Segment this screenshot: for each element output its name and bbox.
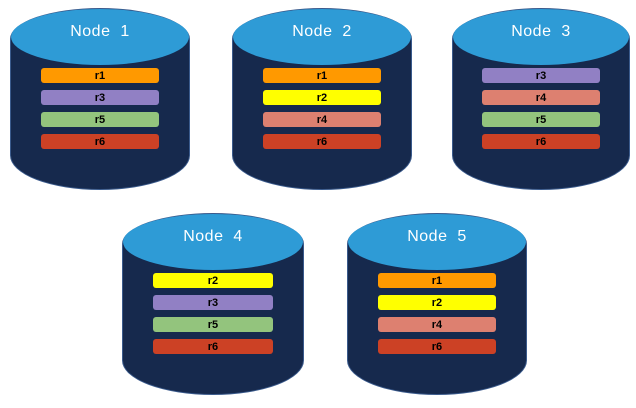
replica-bar-r6: r6	[482, 134, 600, 149]
replica-bar-r3: r3	[40, 90, 160, 105]
replica-bar-r6: r6	[262, 134, 382, 149]
replica-bar-r1: r1	[262, 68, 382, 83]
replica-bar-r1: r1	[377, 273, 497, 288]
replica-bar-r2: r2	[262, 90, 382, 105]
replica-bar-r4: r4	[262, 112, 382, 127]
cylinder-top-ellipse	[233, 9, 411, 65]
replica-bar-r3: r3	[152, 295, 274, 310]
node-title: Node 1	[70, 23, 130, 40]
node-title: Node 4	[183, 228, 243, 245]
node-title: Node 3	[511, 23, 571, 40]
replica-bar-r1: r1	[40, 68, 160, 83]
replica-bar-r2: r2	[152, 273, 274, 288]
node-title: Node 2	[292, 23, 352, 40]
replica-bar-r5: r5	[152, 317, 274, 332]
replica-bar-r6: r6	[152, 339, 274, 354]
replica-bar-r4: r4	[482, 90, 600, 105]
database-node-1: Node 1 r1 r3 r5 r6	[10, 8, 190, 190]
node-title: Node 5	[407, 228, 467, 245]
database-node-3: Node 3 r3 r4 r5 r6	[452, 8, 630, 190]
database-node-2: Node 2 r1 r2 r4 r6	[232, 8, 412, 190]
replica-list: r1 r3 r5 r6	[10, 68, 190, 149]
cylinder-top-ellipse	[123, 214, 303, 270]
replica-bar-r5: r5	[482, 112, 600, 127]
replica-bar-r5: r5	[40, 112, 160, 127]
replica-list: r3 r4 r5 r6	[452, 68, 630, 149]
database-node-4: Node 4 r2 r3 r5 r6	[122, 213, 304, 395]
cylinder-top-ellipse	[348, 214, 526, 270]
replica-list: r1 r2 r4 r6	[347, 273, 527, 354]
replica-list: r2 r3 r5 r6	[122, 273, 304, 354]
database-node-5: Node 5 r1 r2 r4 r6	[347, 213, 527, 395]
cylinder-top-ellipse	[11, 9, 189, 65]
replica-list: r1 r2 r4 r6	[232, 68, 412, 149]
replica-bar-r3: r3	[482, 68, 600, 83]
replica-bar-r6: r6	[40, 134, 160, 149]
replica-bar-r2: r2	[377, 295, 497, 310]
replica-bar-r6: r6	[377, 339, 497, 354]
replica-bar-r4: r4	[377, 317, 497, 332]
cylinder-top-ellipse	[453, 9, 629, 65]
